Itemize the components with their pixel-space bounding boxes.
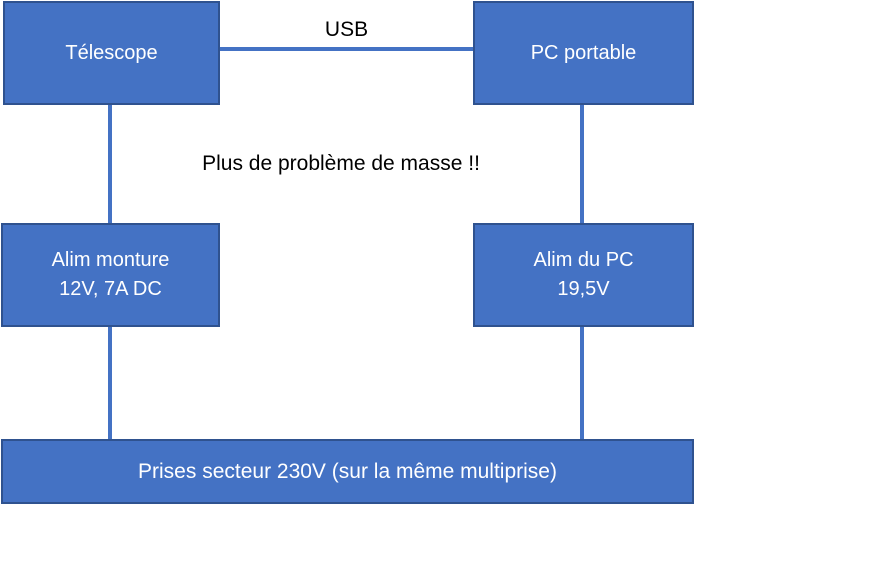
usb-connection-label: USB	[324, 18, 369, 41]
connector-telescope-to-alim-monture	[108, 105, 112, 223]
connector-alim-pc-to-prises	[580, 327, 584, 439]
node-pc-portable: PC portable	[473, 1, 694, 105]
connector-alim-monture-to-prises	[108, 327, 112, 439]
node-telescope: Télescope	[3, 1, 220, 105]
node-prises-secteur-label: Prises secteur 230V (sur la même multipr…	[138, 460, 557, 483]
note-text: Plus de problème de masse !!	[202, 152, 480, 175]
node-alim-monture-label-line2: 12V, 7A DC	[59, 278, 162, 300]
connector-pc-to-alim-pc	[580, 105, 584, 223]
node-telescope-label: Télescope	[65, 41, 158, 64]
node-prises-secteur: Prises secteur 230V (sur la même multipr…	[1, 439, 694, 504]
node-alim-pc-label-line2: 19,5V	[557, 278, 610, 300]
node-alim-pc: Alim du PC 19,5V	[473, 223, 694, 327]
node-pc-portable-label: PC portable	[530, 41, 637, 64]
node-alim-monture-label-line1: Alim monture	[51, 249, 170, 271]
node-alim-monture: Alim monture 12V, 7A DC	[1, 223, 220, 327]
connector-usb-line	[220, 47, 473, 51]
node-alim-pc-label-line1: Alim du PC	[533, 249, 634, 271]
